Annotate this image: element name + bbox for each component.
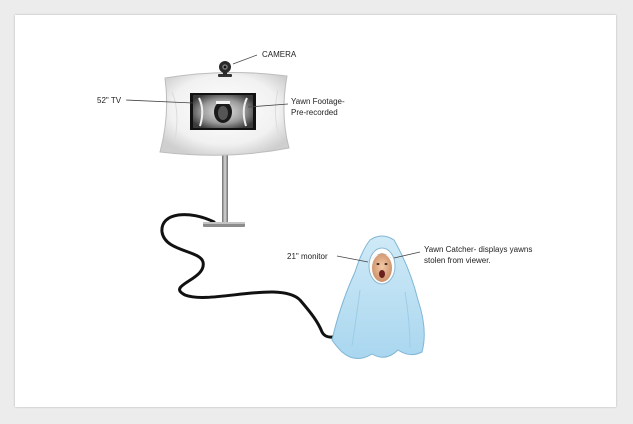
- camera-leader: [232, 54, 258, 65]
- footage-leader: [247, 103, 289, 108]
- label-yawn-footage-1: Yawn Footage-: [291, 97, 345, 106]
- webcam-icon: [218, 61, 232, 77]
- tv-leader: [125, 99, 194, 104]
- diagram-canvas: [15, 15, 616, 407]
- label-monitor: 21" monitor: [287, 252, 328, 261]
- face-icon: [368, 247, 396, 285]
- label-tv: 52" TV: [97, 96, 122, 105]
- label-yawn-footage-2: Pre-recorded: [291, 108, 338, 117]
- monitor-leader: [336, 255, 369, 263]
- label-yawn-catcher-1: Yawn Catcher- displays yawns: [424, 245, 532, 254]
- catcher-leader: [393, 251, 421, 259]
- label-camera: CAMERA: [262, 50, 297, 59]
- label-yawn-catcher-2: stolen from viewer.: [424, 256, 491, 265]
- tv-screen-icon: [190, 93, 256, 130]
- stand-pole: [222, 150, 228, 224]
- cable: [160, 213, 346, 339]
